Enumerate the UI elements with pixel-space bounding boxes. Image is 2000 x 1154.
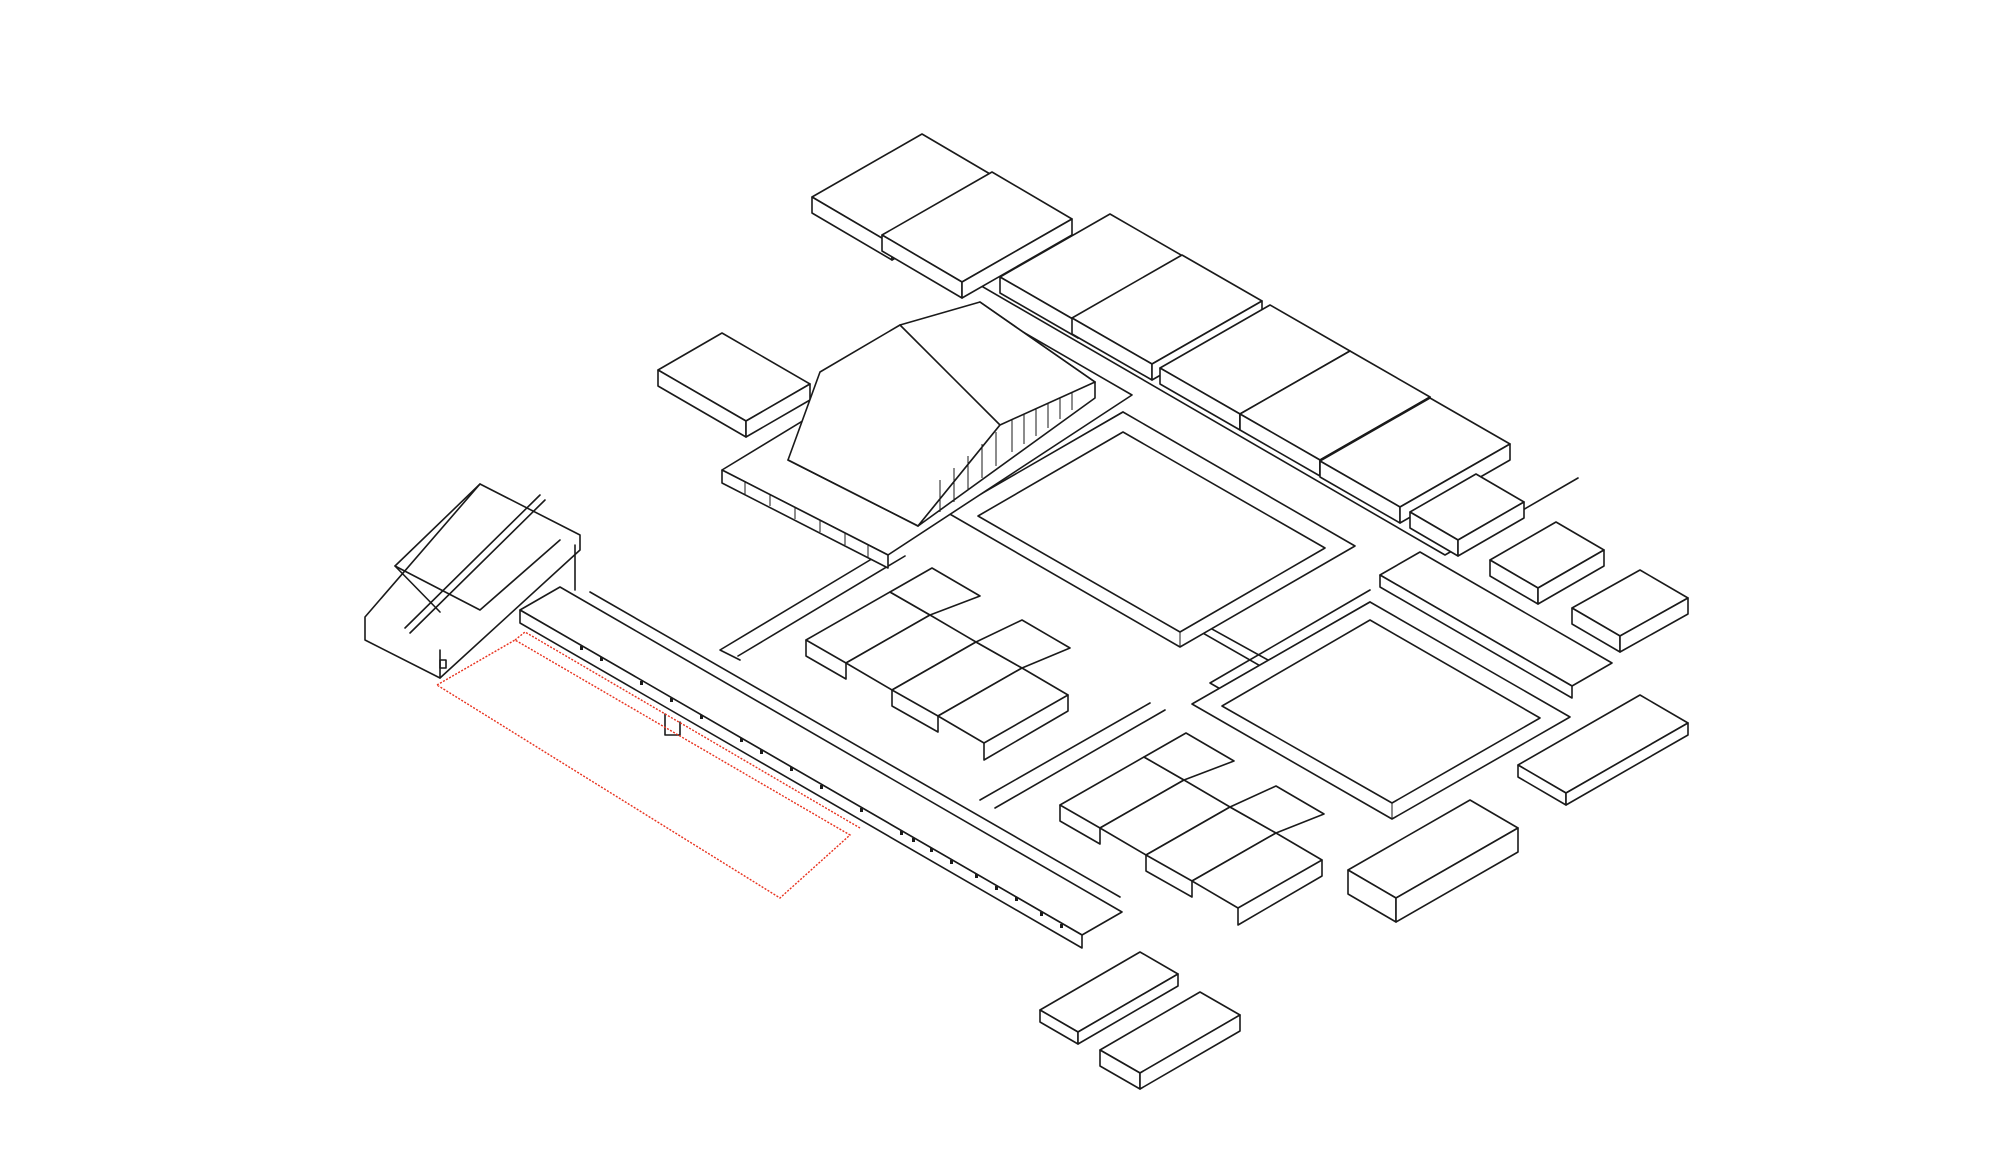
courtyard-block-lower xyxy=(1191,601,1571,820)
end-buildings xyxy=(1039,951,1241,1090)
small-building xyxy=(657,332,811,438)
long-building xyxy=(519,586,1123,949)
strip-building xyxy=(1379,551,1613,699)
courtyard-block-upper xyxy=(947,411,1356,648)
housing-cluster-upper xyxy=(805,567,1071,761)
sloped-roof-building xyxy=(364,483,581,679)
highlighted-area xyxy=(435,631,861,899)
house-row-top xyxy=(811,133,1689,653)
main-hall xyxy=(721,301,1133,569)
buildings-lower-right xyxy=(1347,694,1689,923)
housing-cluster-lower xyxy=(1059,732,1325,926)
